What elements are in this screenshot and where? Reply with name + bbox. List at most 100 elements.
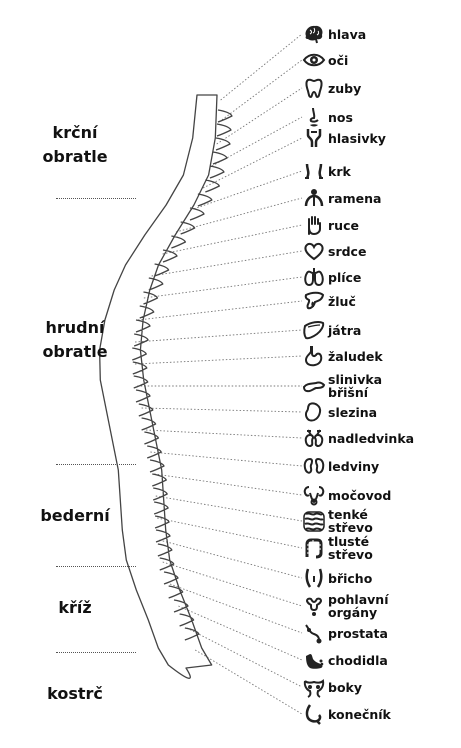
prostate-icon <box>302 621 326 645</box>
region-coccyx: kostrč <box>47 684 103 703</box>
organ-label-line: ledviny <box>328 458 380 474</box>
organ-label: plíce <box>328 271 361 284</box>
liver-icon <box>302 318 326 342</box>
organ-item-1: oči <box>302 48 348 72</box>
organ-label: slezina <box>328 406 377 419</box>
organ-label: zuby <box>328 82 361 95</box>
organ-label: srdce <box>328 245 366 258</box>
connector-line <box>186 627 303 688</box>
organ-label-line: prostata <box>328 625 388 641</box>
organ-item-12: žaludek <box>302 344 383 368</box>
tooth-icon <box>302 76 326 100</box>
lungs-icon <box>302 265 326 289</box>
organ-item-5: krk <box>302 159 351 183</box>
organ-label-line: oči <box>328 52 349 68</box>
organ-label-line: konečník <box>328 706 391 722</box>
connector-line <box>178 605 303 661</box>
organ-label-line: srdce <box>328 243 367 259</box>
connector-line <box>145 429 303 439</box>
organ-label-line: žluč <box>328 293 356 309</box>
organ-label: chodidla <box>328 654 388 667</box>
organ-label-line: močovod <box>328 487 392 503</box>
organ-item-10: žluč <box>302 289 356 313</box>
divider-thoracic-lumbar <box>56 464 136 465</box>
organ-label-line: hlasivky <box>328 130 386 146</box>
connector-line <box>202 137 303 189</box>
connector-line <box>141 407 303 413</box>
connector-line <box>155 495 303 522</box>
connector-line <box>154 473 303 496</box>
connector-line <box>175 197 303 233</box>
organ-label: žluč <box>328 295 356 308</box>
organ-label-line: žaludek <box>328 348 383 364</box>
connector-line <box>151 250 303 277</box>
organ-label-line: nos <box>328 109 353 125</box>
connector-line <box>143 276 303 299</box>
shoulders-icon <box>302 186 326 210</box>
adrenal-gland-icon <box>302 426 326 450</box>
organ-label: ledviny <box>328 460 379 473</box>
region-sacrum: kříž <box>58 598 92 617</box>
hips-icon <box>302 675 326 699</box>
pancreas-icon <box>302 374 326 398</box>
organ-item-4: hlasivky <box>302 126 386 150</box>
organ-label-line: tenké <box>328 507 368 522</box>
organ-item-11: játra <box>302 318 361 342</box>
organ-label: hlasivky <box>328 132 386 145</box>
heart-icon <box>302 239 326 263</box>
organ-item-22: prostata <box>302 621 388 645</box>
connector-line <box>190 170 303 211</box>
organ-item-25: konečník <box>302 702 391 726</box>
connector-line <box>135 329 303 343</box>
organ-label-line: slinivka <box>328 372 383 387</box>
connector-lines <box>134 33 303 715</box>
organ-label: břicho <box>328 572 372 585</box>
organ-label-line: zuby <box>328 80 362 96</box>
organ-label-line: břicho <box>328 570 373 586</box>
connector-line <box>157 517 303 549</box>
hand-icon <box>302 213 326 237</box>
organ-label-line: břišní <box>328 385 369 400</box>
organ-item-16: ledviny <box>302 454 379 478</box>
organ-item-15: nadledvinka <box>302 426 414 450</box>
organ-label-line: hlava <box>328 26 367 42</box>
region-lumbar: bederní <box>40 506 110 525</box>
organ-label-line: plíce <box>328 269 362 285</box>
spleen-icon <box>302 400 326 424</box>
organ-label: ruce <box>328 219 359 232</box>
organ-label-line: střevo <box>328 547 373 562</box>
organ-item-9: plíce <box>302 265 361 289</box>
connector-line <box>162 224 303 255</box>
connector-line <box>169 583 303 634</box>
large-intestine-icon <box>302 536 326 560</box>
small-intestine-icon <box>302 509 326 533</box>
organ-label-line: krk <box>328 163 351 179</box>
gallbladder-icon <box>302 289 326 313</box>
organ-label-line: ramena <box>328 190 382 206</box>
organ-item-23: chodidla <box>302 648 388 672</box>
organ-label-line: slezina <box>328 404 378 420</box>
organ-label-line: ruce <box>328 217 359 233</box>
rectum-icon <box>302 702 326 726</box>
organ-item-14: slezina <box>302 400 377 424</box>
nose-icon <box>302 105 326 129</box>
brain-icon <box>302 22 326 46</box>
divider-lumbar-sacrum <box>56 566 136 567</box>
vocal-cords-icon <box>302 126 326 150</box>
connector-line <box>150 451 303 467</box>
organ-label: oči <box>328 54 348 67</box>
divider-cervical-thoracic <box>56 198 136 199</box>
organ-label-line: orgány <box>328 605 378 620</box>
organ-label-line: střevo <box>328 520 373 535</box>
stomach-icon <box>302 344 326 368</box>
organ-label: játra <box>328 324 361 337</box>
